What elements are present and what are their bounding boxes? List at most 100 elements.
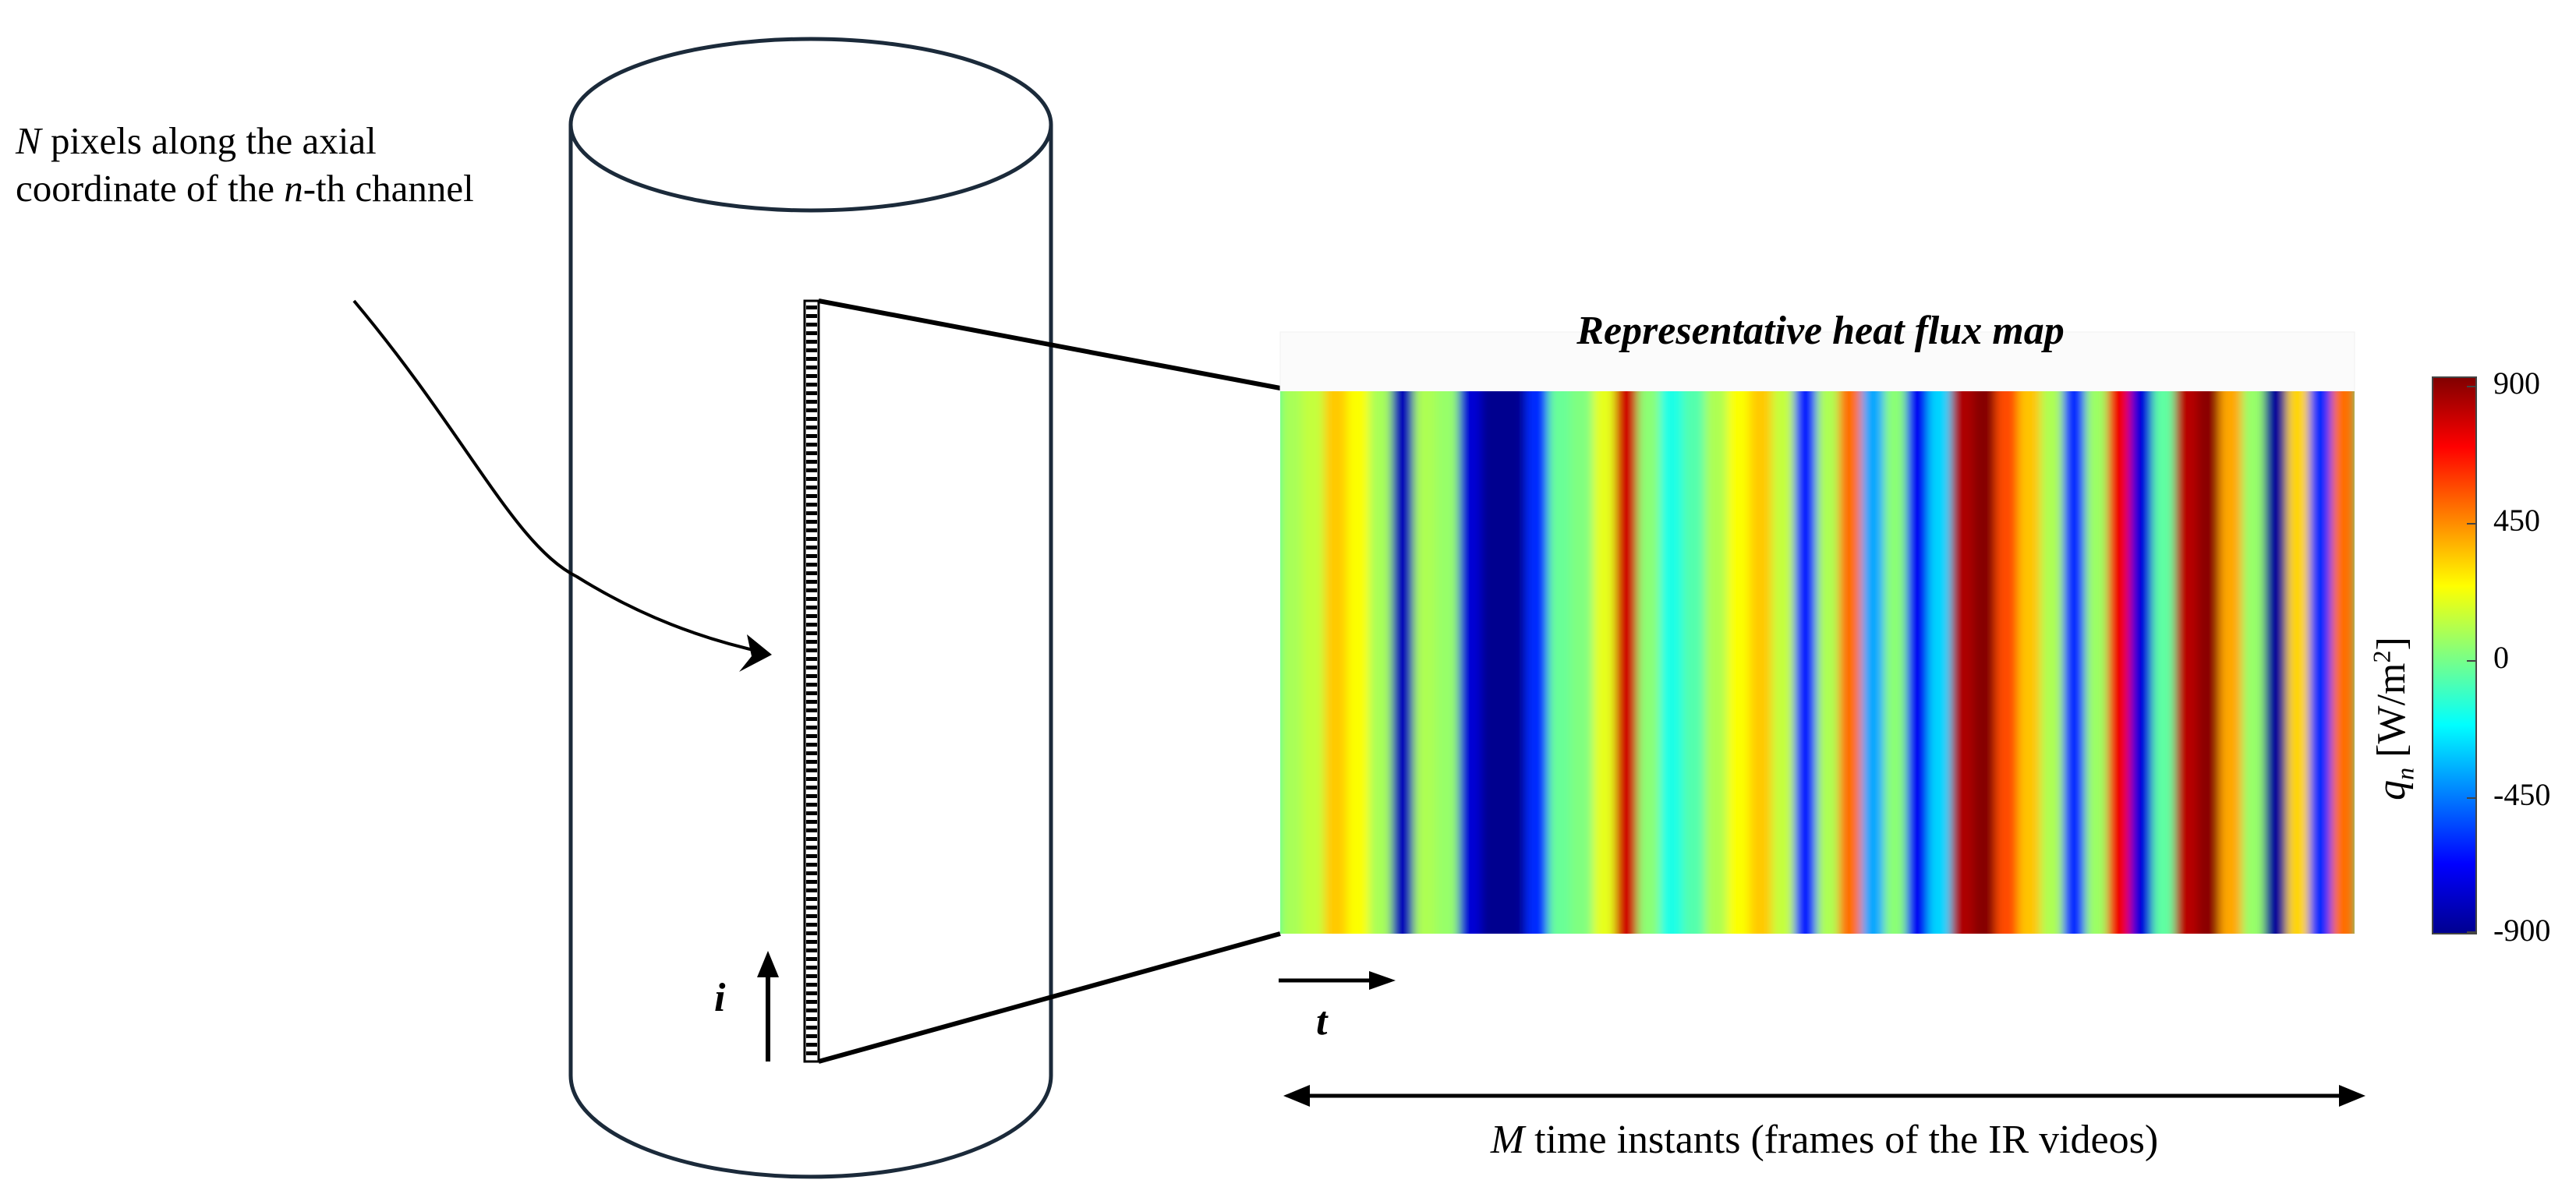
pixel-cell bbox=[806, 717, 817, 721]
heatmap-column bbox=[2264, 391, 2288, 934]
heatmap-column bbox=[1995, 391, 2020, 934]
pixel-cell bbox=[806, 323, 817, 327]
pixel-cell bbox=[806, 708, 817, 712]
pixel-cell bbox=[806, 477, 817, 481]
pixel-cell bbox=[806, 966, 817, 970]
heatmap-column bbox=[1637, 391, 1661, 934]
pixel-cell bbox=[806, 786, 817, 790]
colorbar-tick-label: 900 bbox=[2493, 366, 2540, 401]
heatmap-column bbox=[1414, 391, 1438, 934]
pixel-cell bbox=[806, 957, 817, 961]
pixel-cell bbox=[806, 1051, 817, 1055]
pixel-cell bbox=[806, 991, 817, 995]
pixel-cell bbox=[806, 331, 817, 335]
colorbar-label: qn [W/m2] bbox=[2368, 617, 2420, 820]
heatmap-column bbox=[2331, 391, 2355, 934]
pixel-cell bbox=[806, 434, 817, 438]
m-symbol: M bbox=[1490, 1118, 1525, 1162]
t-label: t bbox=[1316, 999, 1328, 1044]
pixel-cell bbox=[806, 1000, 817, 1004]
heat-flux-map bbox=[1280, 391, 2355, 934]
heatmap-column bbox=[1436, 391, 1460, 934]
colorbar-label-unit-prefix: [W/m bbox=[2369, 662, 2414, 758]
heatmap-column bbox=[1951, 391, 1975, 934]
heatmap-column bbox=[2152, 391, 2177, 934]
heatmap-column bbox=[1817, 391, 1841, 934]
heatmap-column bbox=[1884, 391, 1908, 934]
heatmap-column bbox=[2107, 391, 2132, 934]
pixel-cell bbox=[806, 700, 817, 704]
colorbar-tick-marks bbox=[2467, 386, 2476, 933]
pixel-cell bbox=[806, 1043, 817, 1047]
pixel-cell bbox=[806, 923, 817, 927]
heatmap-column bbox=[1503, 391, 1527, 934]
pixel-cell bbox=[806, 400, 817, 404]
pixel-cell bbox=[806, 751, 817, 755]
pixel-cell bbox=[806, 648, 817, 652]
pixel-cell bbox=[806, 811, 817, 815]
colorbar-label-subscript: n bbox=[2390, 767, 2419, 780]
heatmap-column bbox=[1391, 391, 1416, 934]
pixel-cell bbox=[806, 623, 817, 627]
pixel-cell bbox=[806, 794, 817, 798]
pixel-cell bbox=[806, 1017, 817, 1021]
m-label: M time instants (frames of the IR videos… bbox=[1279, 1115, 2370, 1165]
pixel-cell bbox=[806, 931, 817, 935]
pixel-cell bbox=[806, 494, 817, 498]
colorbar bbox=[2432, 376, 2477, 934]
heatmap-column bbox=[1704, 391, 1729, 934]
pixel-cell bbox=[806, 1026, 817, 1030]
heatmap-column bbox=[1794, 391, 1818, 934]
m-arrowhead-right bbox=[2339, 1085, 2365, 1107]
pixel-cell bbox=[806, 597, 817, 601]
heatmap-column bbox=[1346, 391, 1371, 934]
heatmap-column bbox=[1861, 391, 1886, 934]
m-text: time instants (frames of the IR videos) bbox=[1524, 1118, 2159, 1162]
heatmap-column bbox=[1548, 391, 1573, 934]
heatmap-column bbox=[1905, 391, 1930, 934]
heatmap-column bbox=[1928, 391, 1953, 934]
pixel-cell bbox=[806, 468, 817, 472]
pixel-cell bbox=[806, 983, 817, 987]
heatmap-column bbox=[1749, 391, 1774, 934]
pixel-cell bbox=[806, 631, 817, 635]
pixel-cell bbox=[806, 888, 817, 892]
heatmap-column bbox=[1727, 391, 1751, 934]
colorbar-tick-label: 0 bbox=[2493, 640, 2509, 675]
pixel-cell bbox=[806, 940, 817, 944]
pixel-cell bbox=[806, 914, 817, 918]
pixel-cell bbox=[806, 657, 817, 661]
map-title: Representative heat flux map bbox=[1576, 309, 2065, 353]
pixel-cell bbox=[806, 383, 817, 387]
i-arrowhead bbox=[757, 951, 779, 977]
pixel-cell bbox=[806, 426, 817, 429]
pixel-cell bbox=[806, 486, 817, 489]
pixel-cell bbox=[806, 726, 817, 729]
heatmap-column bbox=[1324, 391, 1349, 934]
zoom-line-bottom bbox=[818, 931, 1281, 1064]
heatmap-column bbox=[2286, 391, 2311, 934]
pixel-cell bbox=[806, 366, 817, 369]
pixel-cell bbox=[806, 357, 817, 361]
pixel-cell bbox=[806, 768, 817, 772]
pixel-cell bbox=[806, 803, 817, 807]
pixel-cell bbox=[806, 606, 817, 609]
pixel-cell bbox=[806, 863, 817, 867]
cylinder-bottom-arc bbox=[568, 1075, 1053, 1179]
pixel-cell bbox=[806, 854, 817, 858]
heat-flux-map-columns bbox=[1280, 391, 2355, 934]
zoom-line-top bbox=[818, 298, 1281, 390]
heatmap-column bbox=[2242, 391, 2266, 934]
heatmap-column bbox=[1682, 391, 1707, 934]
pixel-cell bbox=[806, 1009, 817, 1012]
pixel-cell bbox=[806, 348, 817, 352]
pixel-cell bbox=[806, 777, 817, 781]
pixel-cell bbox=[806, 554, 817, 558]
heatmap-column bbox=[1301, 391, 1326, 934]
pixel-cell bbox=[806, 374, 817, 378]
heatmap-column bbox=[1615, 391, 1640, 934]
pixel-strip-cells bbox=[806, 306, 817, 1055]
pixel-cell bbox=[806, 537, 817, 541]
pixel-cell bbox=[806, 846, 817, 850]
pixel-cell bbox=[806, 528, 817, 532]
